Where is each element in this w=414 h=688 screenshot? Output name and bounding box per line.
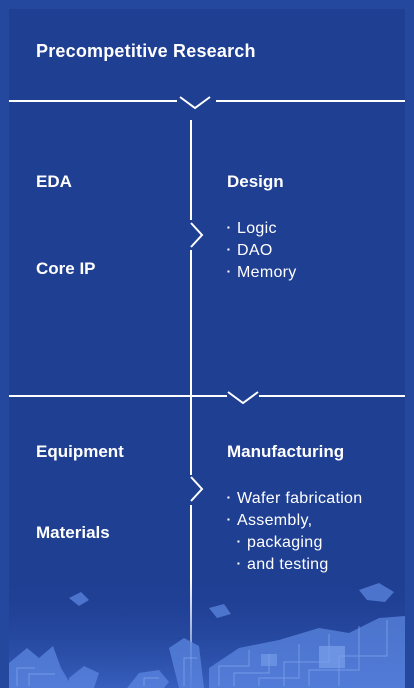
middle-divider-left	[9, 395, 227, 397]
equipment-label: Equipment	[36, 442, 124, 461]
section1-divider-upper	[190, 120, 192, 220]
diagram-title: Precompetitive Research	[36, 41, 256, 61]
list-item: Logic	[227, 217, 297, 239]
top-divider-left	[9, 100, 177, 102]
list-item: Wafer fabrication	[227, 487, 362, 509]
chevron-right-icon	[190, 476, 204, 502]
list-item: Memory	[227, 261, 297, 283]
section1-divider-lower	[190, 250, 192, 395]
diagram-panel: Precompetitive Research EDA Core IP Desi…	[9, 9, 405, 688]
list-item: Assembly,	[227, 509, 362, 531]
middle-divider-right	[259, 395, 405, 397]
core-ip-label: Core IP	[36, 259, 96, 278]
design-bullet-list: Logic DAO Memory	[227, 217, 297, 283]
design-title: Design	[227, 172, 284, 191]
circuit-board-decoration	[9, 578, 405, 688]
list-item-continuation: packaging	[227, 531, 362, 553]
list-item-continuation: and testing	[227, 553, 362, 575]
chevron-right-icon	[190, 222, 204, 248]
eda-label: EDA	[36, 172, 72, 191]
chevron-down-icon	[179, 96, 211, 110]
chevron-down-icon	[227, 391, 259, 405]
manufacturing-title: Manufacturing	[227, 442, 345, 461]
section2-divider-upper	[190, 397, 192, 475]
top-divider-right	[216, 100, 405, 102]
materials-label: Materials	[36, 523, 110, 542]
list-item: DAO	[227, 239, 297, 261]
manufacturing-bullet-list: Wafer fabrication Assembly, packaging an…	[227, 487, 362, 575]
